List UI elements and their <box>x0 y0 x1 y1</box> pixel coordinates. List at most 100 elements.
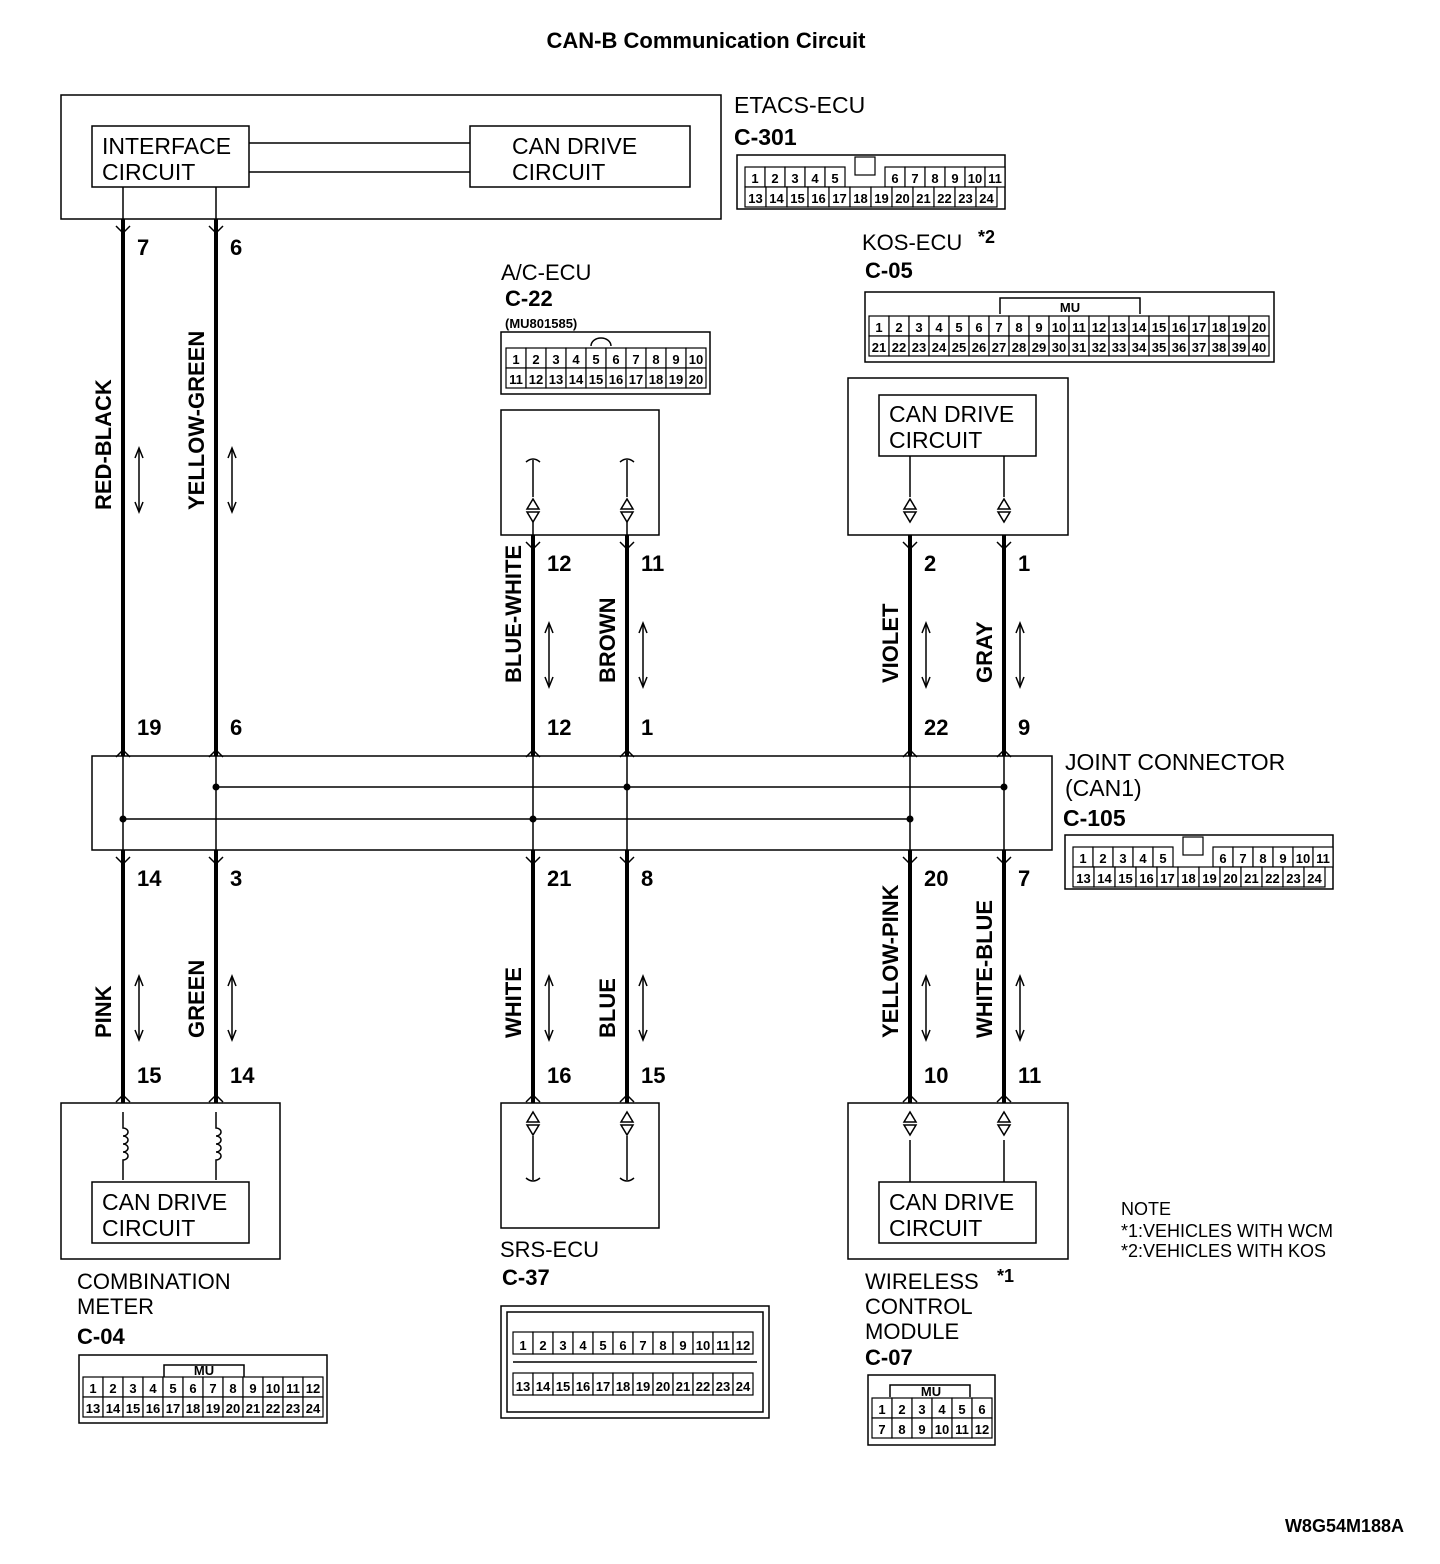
joint-pin-label: 3 <box>1119 851 1126 866</box>
note-title: NOTE <box>1121 1199 1171 1219</box>
kos-pin-label: 29 <box>1032 340 1046 355</box>
kos-pin-label: 9 <box>1035 320 1042 335</box>
pin-number: 7 <box>1018 866 1030 891</box>
srs-pin-label: 22 <box>696 1379 710 1394</box>
wcm-pin-label: 5 <box>958 1402 965 1417</box>
kos-pin-label: 18 <box>1212 320 1226 335</box>
kos-pin-label: 15 <box>1152 320 1166 335</box>
wcm-pin-label: 12 <box>975 1422 989 1437</box>
ac-ecu-box <box>500 409 660 536</box>
kos-pin-label: 26 <box>972 340 986 355</box>
kos-pin-label: 7 <box>995 320 1002 335</box>
kos-pin-label: 3 <box>915 320 922 335</box>
etacs-ecu-box <box>60 94 722 220</box>
joint-pin-label: 14 <box>1097 871 1112 886</box>
figure-code: W8G54M188A <box>1285 1516 1404 1536</box>
wcm-mark: *1 <box>997 1266 1014 1286</box>
joint-pin-label: 5 <box>1159 851 1166 866</box>
ac-pin-label: 14 <box>569 372 584 387</box>
kos-pin-label: 19 <box>1232 320 1246 335</box>
kos-pin-label: 11 <box>1072 320 1086 335</box>
joint-pin-label: 20 <box>1223 871 1237 886</box>
wire-color-label: VIOLET <box>878 603 903 683</box>
etacs-pin-label: 11 <box>988 171 1002 186</box>
etacs-ecu-name: ETACS-ECU <box>734 92 865 118</box>
joint-pin-label: 16 <box>1139 871 1153 886</box>
etacs-pin-label: 16 <box>811 191 825 206</box>
ac-pin-label: 11 <box>509 372 523 387</box>
meter-pin-label: 1 <box>89 1381 96 1396</box>
wire-color-label: WHITE-BLUE <box>972 900 997 1038</box>
ac-pin-label: 16 <box>609 372 623 387</box>
meter-pin-label: 20 <box>226 1401 240 1416</box>
joint-pin-label: 23 <box>1286 871 1300 886</box>
kos-pin-label: 24 <box>932 340 947 355</box>
wcm-pin-label: 8 <box>898 1422 905 1437</box>
kos-pin-label: 36 <box>1172 340 1186 355</box>
meter-pin-label: 12 <box>306 1381 320 1396</box>
wcm-pin-label: 7 <box>878 1422 885 1437</box>
etacs-pin-label: 14 <box>769 191 784 206</box>
srs-pin-label: 18 <box>616 1379 630 1394</box>
meter-pin-label: 7 <box>209 1381 216 1396</box>
ac-pin-label: 7 <box>632 352 639 367</box>
kos-pin-label: 38 <box>1212 340 1226 355</box>
kos-pin-label: 2 <box>895 320 902 335</box>
kos-pin-label: 39 <box>1232 340 1246 355</box>
kos-pin-label: 23 <box>912 340 926 355</box>
kos-pin-label: 34 <box>1132 340 1147 355</box>
meter-pin-label: 13 <box>86 1401 100 1416</box>
etacs-pin-label: 8 <box>931 171 938 186</box>
joint-pin-label: 11 <box>1316 851 1330 866</box>
etacs-connector-id: C-301 <box>734 124 797 150</box>
joint-pin-label: 24 <box>1307 871 1322 886</box>
srs-terminals <box>525 1110 635 1182</box>
etacs-pin-label: 9 <box>951 171 958 186</box>
pin-number: 1 <box>1018 551 1030 576</box>
joint-pin-cell <box>1303 866 1326 888</box>
etacs-pin-label: 17 <box>832 191 846 206</box>
pin-number: 2 <box>924 551 936 576</box>
pin-number: 21 <box>547 866 571 891</box>
ac-pin-label: 9 <box>672 352 679 367</box>
pin-number: 8 <box>641 866 653 891</box>
etacs-pin-cell <box>975 186 998 208</box>
srs-pin-label: 17 <box>596 1379 610 1394</box>
ac-pin-label: 13 <box>549 372 563 387</box>
pin-number: 14 <box>137 866 162 891</box>
kos-pin-cell <box>1248 335 1270 357</box>
etacs-pin-label: 13 <box>748 191 762 206</box>
ac-pin-label: 20 <box>689 372 703 387</box>
joint-connector-id: C-105 <box>1063 805 1126 831</box>
joint-pin-label: 17 <box>1160 871 1174 886</box>
kos-pin-label: 22 <box>892 340 906 355</box>
note-item-2: *2:VEHICLES WITH KOS <box>1121 1241 1326 1261</box>
meter-box <box>60 1102 281 1260</box>
srs-connector-id: C-37 <box>502 1265 550 1290</box>
ac-pin-label: 3 <box>552 352 559 367</box>
srs-pin-label: 2 <box>539 1338 546 1353</box>
etacs-pin-label: 4 <box>811 171 819 186</box>
kos-pin-label: 10 <box>1052 320 1066 335</box>
pin-number: 11 <box>1018 1063 1041 1088</box>
srs-pin-label: 7 <box>639 1338 646 1353</box>
wire-color-label: BLUE <box>595 978 620 1038</box>
joint-pin-label: 22 <box>1265 871 1279 886</box>
joint-pin-label: 6 <box>1219 851 1226 866</box>
ac-pin-label: 15 <box>589 372 603 387</box>
wire-color-label: YELLOW-PINK <box>878 884 903 1038</box>
kos-pin-label: 37 <box>1192 340 1206 355</box>
meter-pin-label: 2 <box>109 1381 116 1396</box>
wcm-pin-label: 6 <box>978 1402 985 1417</box>
kos-pin-label: 4 <box>935 320 943 335</box>
kos-pin-label: 35 <box>1152 340 1166 355</box>
meter-pin-label: 16 <box>146 1401 160 1416</box>
pin-number: 20 <box>924 866 948 891</box>
srs-pin-label: 3 <box>559 1338 566 1353</box>
